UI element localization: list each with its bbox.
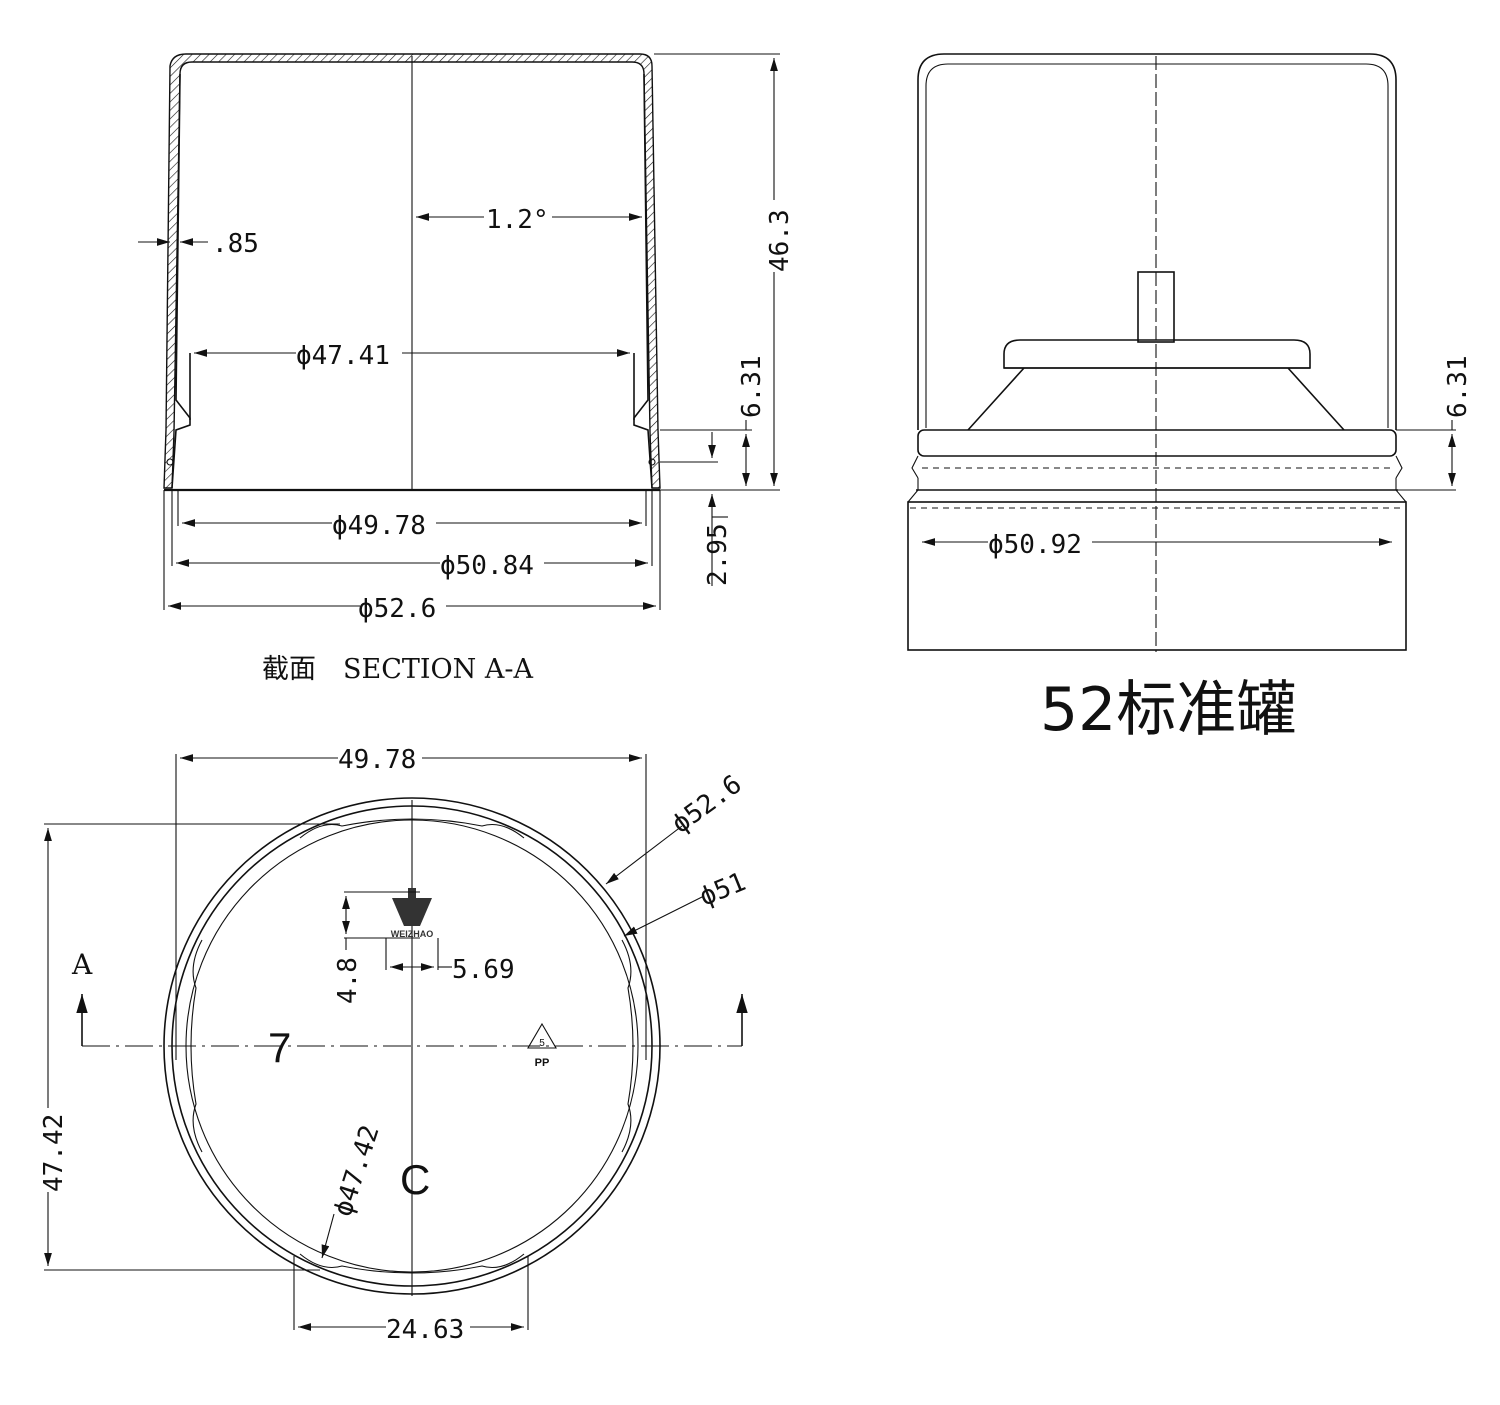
rim-band <box>917 429 1397 457</box>
thread-left <box>166 458 174 466</box>
thread-right <box>648 458 656 466</box>
top-dim-outer-leader <box>605 825 683 885</box>
rim-ticks <box>911 455 1403 479</box>
insert-top <box>1003 339 1311 369</box>
logo-text: WEIZHAO <box>391 929 434 939</box>
jar-inner-outline <box>925 63 1389 428</box>
logo-mark-icon <box>392 898 432 926</box>
insert-cone <box>967 367 1345 431</box>
dim-angle: 1.2° <box>486 205 549 235</box>
mold-cavity: 7 <box>268 1024 291 1071</box>
logo-dim-w: 5.69 <box>452 955 515 985</box>
top-dim-width: 49.78 <box>338 745 416 775</box>
recycle-symbol: 5 PP <box>527 1022 557 1069</box>
top-dim-outer: ϕ52.6 <box>666 769 747 839</box>
insert-stem <box>1137 271 1175 343</box>
section-inner-profile <box>171 73 191 489</box>
dim-rim-dia: ϕ52.6 <box>358 594 436 624</box>
dim-step: 6.31 <box>737 355 767 418</box>
weizhao-logo: WEIZHAO <box>391 888 434 939</box>
dim-outer-dia: ϕ50.84 <box>440 551 534 581</box>
dim-height: 46.3 <box>765 209 795 272</box>
top-dim-mid-leader <box>623 895 705 937</box>
top-dim-inner: ϕ47.42 <box>328 1122 386 1221</box>
recycle-code: 5 <box>539 1038 545 1049</box>
side-dim-step: 6.31 <box>1443 355 1473 418</box>
section-view: .85 1.2° 46.3 ϕ47.41 6.31 2.95 <box>138 53 795 685</box>
material-label: PP <box>535 1057 550 1069</box>
dim-wall: .85 <box>212 229 259 259</box>
base-jar <box>907 501 1407 651</box>
section-letter: A <box>71 948 93 981</box>
side-dim-dia: ϕ50.92 <box>988 530 1082 560</box>
top-view: A 49.78 ϕ52.6 ϕ51 WEIZHAO 4.8 5.69 7 <box>39 745 750 1345</box>
top-dim-mid: ϕ51 <box>695 867 750 912</box>
jar-outline <box>917 53 1397 430</box>
section-inner-profile-right <box>633 73 653 489</box>
notch-dim: 24.63 <box>386 1315 464 1345</box>
drawing-title: 52标准罐 <box>1040 675 1296 745</box>
section-caption: 截面 SECTION A-A <box>262 654 534 685</box>
dim-thread-height: 2.95 <box>703 523 733 586</box>
mold-mark: C <box>400 1156 430 1203</box>
neck-sides <box>917 478 1397 490</box>
side-view: 6.31 ϕ50.92 52标准罐 <box>907 53 1473 745</box>
dim-thread-dia: ϕ49.78 <box>332 511 426 541</box>
base-shoulder <box>907 489 1407 503</box>
dim-inner-dia: ϕ47.41 <box>296 341 390 371</box>
logo-dim-h: 4.8 <box>333 957 363 1004</box>
top-dim-inner-leader <box>321 1213 335 1259</box>
recycle-icon <box>527 1022 557 1049</box>
logo-mark-stem <box>408 888 416 898</box>
top-dim-height: 47.42 <box>39 1114 69 1192</box>
